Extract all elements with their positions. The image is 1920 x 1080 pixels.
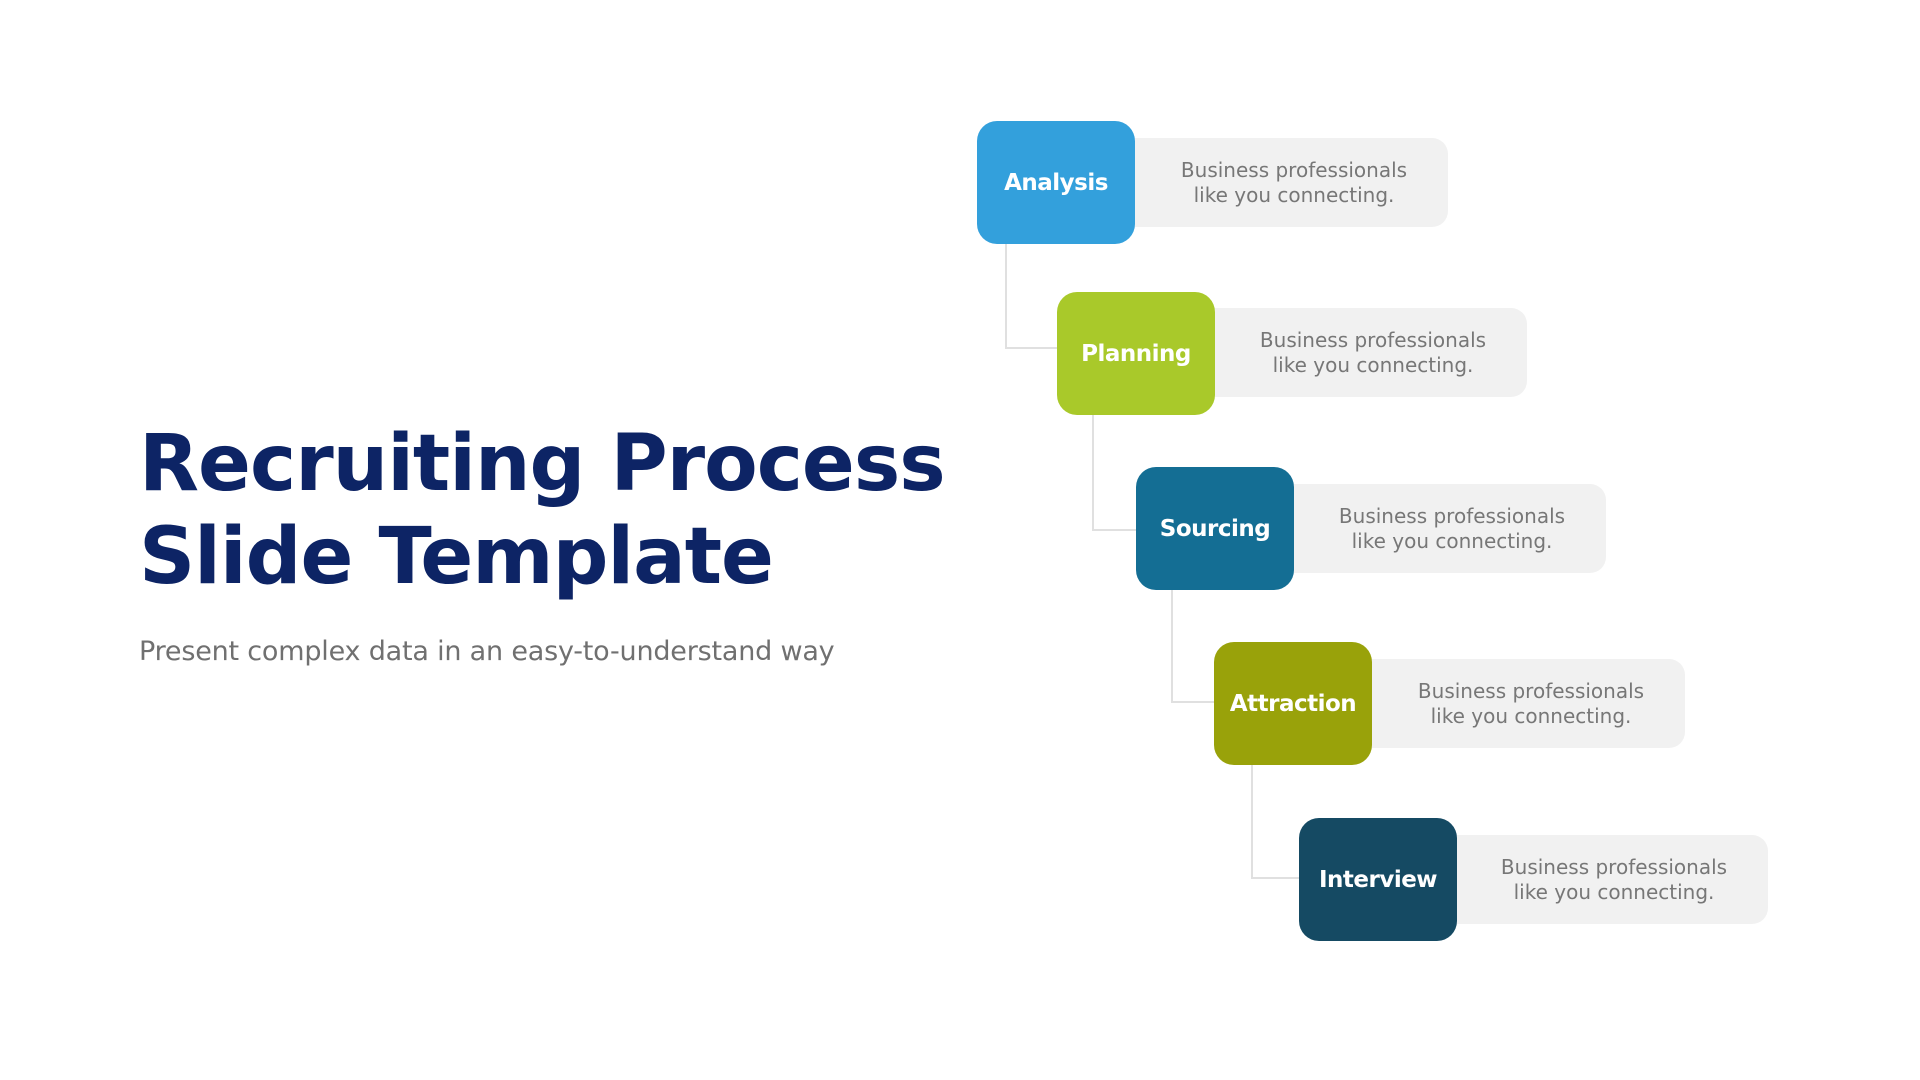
description-line-1: Business professionals [1180, 157, 1408, 182]
description-line-2: like you connecting. [1272, 352, 1474, 377]
slide-subtitle: Present complex data in an easy-to-under… [139, 636, 835, 667]
step-description-planning: Business professionals like you connecti… [1209, 308, 1527, 397]
step-label: Interview [1318, 866, 1438, 893]
step-description-interview: Business professionals like you connecti… [1450, 835, 1768, 924]
connector-analysis-planning-horizontal [1005, 347, 1057, 349]
step-analysis: Analysis [977, 121, 1135, 244]
title-line-2: Slide Template [139, 512, 774, 602]
connector-sourcing-attraction-horizontal [1171, 701, 1214, 703]
step-label: Analysis [1004, 169, 1108, 196]
connector-attraction-interview-vertical [1251, 765, 1253, 879]
description-line-2: like you connecting. [1513, 879, 1715, 904]
connector-planning-sourcing-vertical [1092, 413, 1094, 531]
step-description-text: Business professionals like you connecti… [1169, 158, 1419, 208]
step-description-analysis: Business professionals like you connecti… [1130, 138, 1448, 227]
connector-analysis-planning-vertical [1005, 244, 1007, 349]
description-line-1: Business professionals [1259, 327, 1487, 352]
description-line-2: like you connecting. [1430, 703, 1632, 728]
step-label: Planning [1081, 340, 1191, 367]
connector-sourcing-attraction-vertical [1171, 589, 1173, 703]
step-label: Sourcing [1159, 515, 1271, 542]
title-line-1: Recruiting Process [139, 419, 946, 509]
slide-title: Recruiting Process Slide Template [139, 418, 946, 604]
step-description-sourcing: Business professionals like you connecti… [1288, 484, 1606, 573]
step-interview: Interview [1299, 818, 1457, 941]
connector-attraction-interview-horizontal [1251, 877, 1299, 879]
description-line-2: like you connecting. [1351, 528, 1553, 553]
description-line-1: Business professionals [1417, 678, 1645, 703]
step-description-text: Business professionals like you connecti… [1489, 855, 1739, 905]
step-description-text: Business professionals like you connecti… [1248, 328, 1498, 378]
connector-planning-sourcing-horizontal [1092, 529, 1136, 531]
step-description-text: Business professionals like you connecti… [1327, 504, 1577, 554]
step-description-text: Business professionals like you connecti… [1406, 679, 1656, 729]
step-label: Attraction [1229, 690, 1357, 717]
step-planning: Planning [1057, 292, 1215, 415]
step-attraction: Attraction [1214, 642, 1372, 765]
step-description-attraction: Business professionals like you connecti… [1367, 659, 1685, 748]
description-line-1: Business professionals [1500, 854, 1728, 879]
description-line-1: Business professionals [1338, 503, 1566, 528]
step-sourcing: Sourcing [1136, 467, 1294, 590]
description-line-2: like you connecting. [1193, 182, 1395, 207]
